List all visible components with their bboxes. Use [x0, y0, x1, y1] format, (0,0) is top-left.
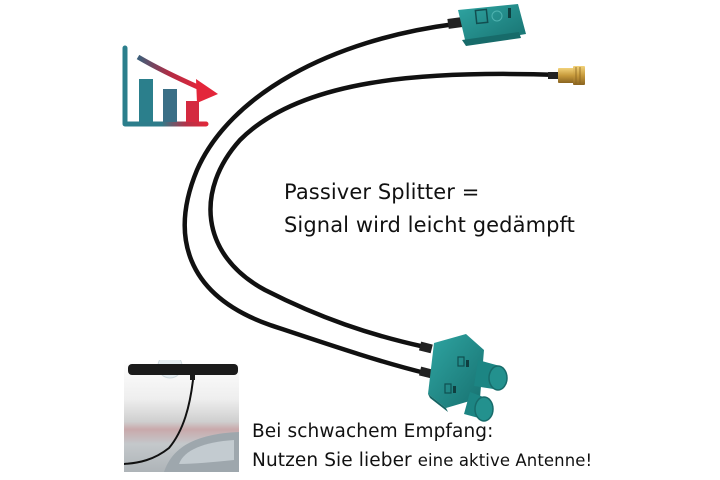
active-antenna-photo [124, 360, 239, 472]
caption-line-1: Passiver Splitter = [284, 180, 480, 204]
sma-male-connector [548, 66, 585, 85]
recommendation-caption: Bei schwachem Empfang: Nutzen Sie lieber… [252, 417, 592, 475]
fakra-female-connector [447, 4, 526, 46]
recommendation-line-2-part-1: Nutzen Sie lieber [252, 450, 412, 471]
recommendation-line-2: Nutzen Sie lieber eine aktive Antenne! [252, 446, 592, 475]
caption-line-2: Signal wird leicht gedämpft [284, 213, 576, 237]
declining-bar-chart-icon [122, 45, 218, 127]
recommendation-line-1: Bei schwachem Empfang: [252, 421, 494, 442]
fakra-double-male-connector [418, 334, 508, 422]
antenna-splitter-cables [182, 21, 563, 376]
splitter-caption: Passiver Splitter = Signal wird leicht g… [284, 176, 575, 242]
recommendation-line-2-part-2: eine aktive Antenne! [417, 451, 593, 470]
